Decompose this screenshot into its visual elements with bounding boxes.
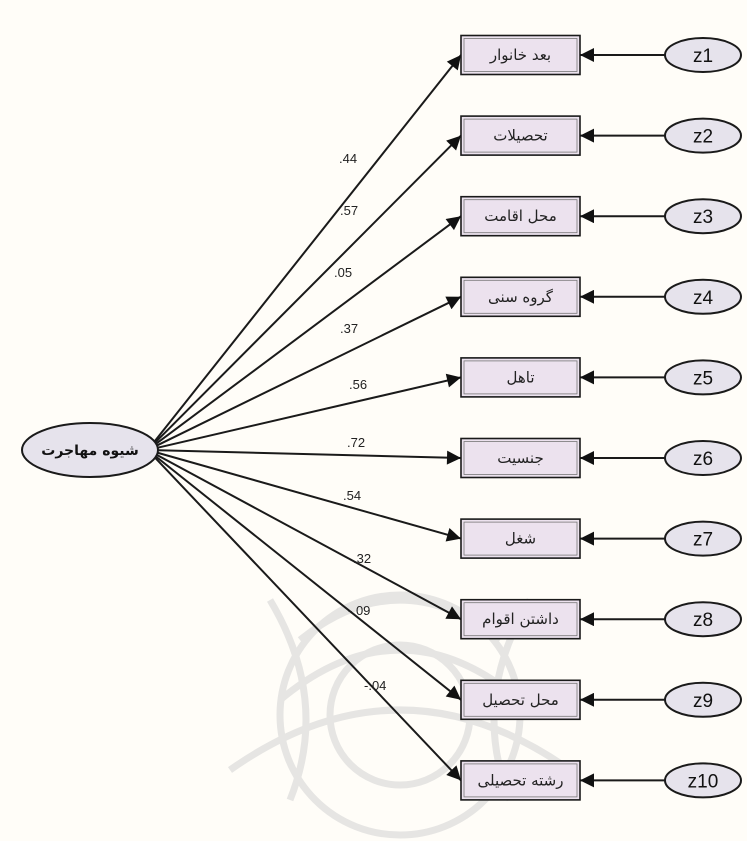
indicator-4: گروه سنی z4 [460, 276, 742, 318]
error-ellipse [664, 278, 742, 315]
error-ellipse [664, 359, 742, 396]
indicator-label: جنسیت [497, 449, 543, 467]
indicator-label: بعد خانوار [489, 46, 551, 64]
error-label: z3 [693, 207, 713, 228]
error-ellipse [664, 601, 742, 638]
path-arrow [153, 454, 462, 701]
indicator-8: داشتن اقوام z8 [460, 598, 742, 640]
error-label: z6 [693, 449, 713, 470]
indicator-3: محل اقامت z3 [460, 195, 742, 237]
indicator-label: محل تحصیل [482, 691, 559, 709]
error-label: z10 [688, 771, 719, 792]
error-label: z5 [693, 368, 713, 389]
path-coefficient: .32 [353, 551, 371, 566]
path-coefficient: .57 [340, 203, 358, 218]
error-ellipse [664, 198, 742, 235]
path-arrow [153, 455, 462, 782]
path-coefficient: -.04 [364, 678, 386, 693]
indicator-box [460, 437, 581, 479]
indicator-box [460, 34, 581, 76]
error-label: z1 [693, 46, 713, 67]
error-ellipse [664, 762, 742, 799]
indicator-label: داشتن اقوام [482, 610, 559, 628]
path-arrow [153, 373, 462, 450]
path-arrow [153, 215, 462, 447]
error-label: z4 [693, 288, 714, 309]
indicator-box [460, 598, 581, 640]
path-arrow [153, 450, 462, 542]
path-coefficient: .56 [349, 377, 367, 392]
error-ellipse [664, 37, 742, 73]
latent-ellipse [21, 422, 159, 478]
error-label: z7 [693, 530, 713, 551]
indicator-9: محل تحصیل z9 [460, 679, 742, 721]
error-ellipse [664, 117, 742, 154]
error-label: z9 [693, 691, 713, 712]
error-ellipse [664, 520, 742, 557]
indicator-label: گروه سنی [488, 288, 554, 306]
path-coefficient: .37 [340, 321, 358, 336]
path-coefficient: .05 [334, 265, 352, 280]
indicator-box [460, 276, 581, 318]
path-coefficient: .72 [347, 435, 365, 450]
indicator-label: شغل [505, 530, 536, 548]
path-arrow [153, 449, 462, 465]
error-label: z2 [693, 127, 713, 148]
path-arrow [153, 54, 462, 443]
indicator-label: تحصیلات [493, 127, 547, 145]
indicator-10: رشته تحصیلی z10 [460, 760, 742, 801]
nodes: شیوه مهاجرت بعد خانوار z1 تحصیلات z2 محل اقام… [21, 34, 742, 801]
path-coefficient: .44 [339, 151, 357, 166]
indicator-box [460, 679, 581, 721]
error-label: z8 [693, 610, 713, 631]
error-ellipse [664, 681, 742, 718]
indicator-7: شغل z7 [460, 518, 742, 559]
indicator-box [460, 115, 581, 156]
indicator-2: تحصیلات z2 [460, 115, 742, 156]
path-coefficient: .54 [343, 488, 361, 503]
indicator-label: رشته تحصیلی [477, 771, 563, 789]
indicator-1: بعد خانوار z1 [460, 34, 742, 76]
indicator-label: تاهل [506, 368, 534, 386]
path-arrow [153, 134, 462, 445]
indicator-6: جنسیت z6 [460, 437, 742, 479]
latent-variable: شیوه مهاجرت [21, 422, 159, 478]
indicator-5: تاهل z5 [460, 357, 742, 398]
indicator-label: محل اقامت [484, 207, 557, 225]
path-arrow [153, 295, 462, 448]
regression-paths: .44 .57 .05 .37 .56 .72 .54 .32 -.09 -.04 [153, 54, 462, 782]
latent-label: شیوه مهاجرت [41, 443, 138, 459]
error-ellipse [664, 440, 742, 476]
path-arrow [153, 452, 462, 621]
path-coefficient: -.09 [348, 603, 370, 618]
